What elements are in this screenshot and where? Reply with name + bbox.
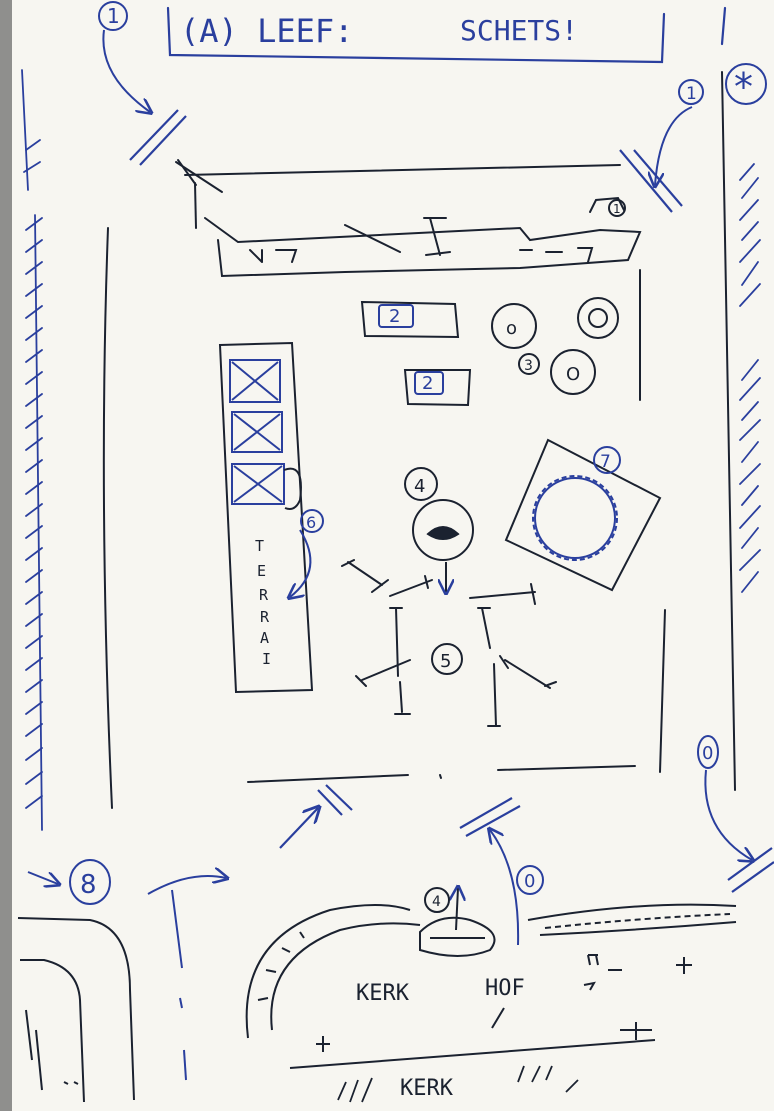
marker-7-text: 7	[600, 452, 611, 472]
header-left-label: (A) LEEF:	[180, 12, 353, 50]
marker-5-text: 5	[440, 651, 451, 672]
marker-6-text: 6	[306, 513, 316, 532]
terrace-letter: R	[260, 608, 270, 626]
round-table-mark: O	[566, 364, 580, 385]
marker-4-text: 4	[414, 476, 425, 497]
marker-8-text: 8	[80, 870, 97, 900]
round-table-mark: o	[506, 318, 517, 339]
marker-4-bottom-text: 4	[432, 894, 441, 910]
terrace-letter: T	[255, 537, 264, 555]
terrace-letter: I	[262, 650, 271, 668]
header-right-label: SCHETS!	[460, 14, 578, 47]
marker-2-a-text: 2	[389, 306, 400, 327]
terrace-letter: A	[260, 629, 269, 647]
marker-0-bottom-text: 0	[524, 871, 535, 892]
terrace-letter: R	[259, 586, 269, 604]
terrace-letter: E	[257, 562, 266, 580]
star-marker-text: *	[734, 65, 753, 109]
marker-0-right-text: 0	[702, 743, 713, 764]
kerk-label-2: KERK	[400, 1076, 454, 1101]
marker-1-small-box-text: 1	[613, 202, 621, 216]
marker-2-b-text: 2	[422, 373, 433, 394]
kerk-label-1: KERK	[356, 981, 410, 1006]
marker-1-top-left-text: 1	[107, 4, 120, 28]
hof-label: HOF	[485, 976, 525, 1001]
marker-3-text: 3	[524, 358, 533, 374]
marker-1-top-right-text: 1	[686, 84, 697, 104]
